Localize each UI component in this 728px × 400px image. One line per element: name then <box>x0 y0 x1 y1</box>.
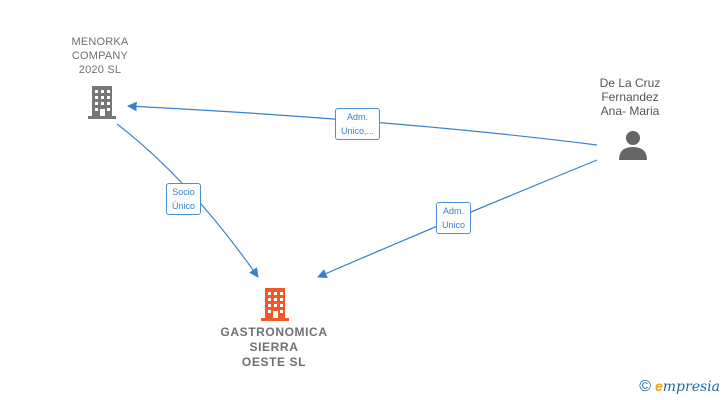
building-icon[interactable] <box>259 286 291 322</box>
node-label-menorka: MENORKA COMPANY 2020 SL <box>71 36 129 76</box>
building-icon[interactable] <box>86 84 118 120</box>
edge-person-to-menorka <box>127 101 598 146</box>
node-label-gastronomica: GASTRONOMICA SIERRA OESTE SL <box>220 325 328 369</box>
edge-label-person-to-menorka[interactable]: Adm. Unico,... <box>335 108 381 140</box>
edge-label-person-to-gastronomica[interactable]: Adm. Unico <box>436 202 472 234</box>
person-icon[interactable] <box>617 130 649 160</box>
edge-label-menorka-to-gastronomica[interactable]: Socio Único <box>166 183 202 215</box>
empresia-logo: © empresia <box>639 378 720 395</box>
node-label-person: De La Cruz Fernandez Ana- Maria <box>599 76 661 118</box>
